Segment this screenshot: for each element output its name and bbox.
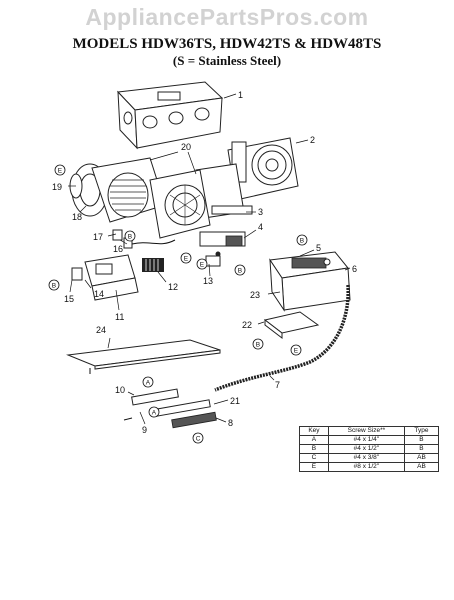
table-row: C #4 x 3/8" AB: [299, 453, 440, 463]
callout-5: 5: [316, 243, 321, 253]
callout-13: 13: [203, 276, 213, 286]
type-cell: AB: [403, 462, 440, 472]
screw-marker-b-1: B: [124, 230, 136, 242]
screw-marker-e-2: E: [180, 252, 192, 264]
screw-marker-b-2: B: [234, 264, 246, 276]
callout-19: 19: [52, 182, 62, 192]
type-cell: B: [403, 435, 440, 445]
part-blower-housing-right: [195, 137, 299, 219]
screw-marker-e-1: E: [54, 164, 66, 176]
table-row: B #4 x 1/2" B: [299, 444, 440, 454]
svg-text:B: B: [52, 283, 56, 290]
callout-leaders: [68, 93, 351, 425]
svg-text:E: E: [184, 256, 189, 263]
key-col-header: Key: [299, 426, 329, 436]
table-row: E #8 x 1/2" AB: [299, 462, 440, 472]
svg-text:B: B: [128, 234, 132, 241]
callout-17: 17: [93, 232, 103, 242]
screw-marker-b-3: B: [296, 234, 308, 246]
callout-24: 24: [96, 325, 106, 335]
callout-22: 22: [242, 320, 252, 330]
callout-21: 21: [230, 396, 240, 406]
part-control-box: [71, 254, 164, 301]
svg-text:A: A: [146, 380, 151, 387]
callout-14: 14: [94, 289, 104, 299]
callout-4: 4: [258, 222, 263, 232]
screw-markers: E B E E B B B: [48, 164, 308, 444]
callout-12: 12: [168, 282, 178, 292]
part-filter-tray: [66, 339, 221, 374]
watermark: AppliancePartsPros.com: [85, 4, 369, 30]
screw-size-cell: #8 x 1/2": [327, 462, 405, 472]
svg-text:C: C: [196, 436, 201, 443]
svg-text:B: B: [300, 238, 304, 245]
svg-text:E: E: [58, 168, 63, 175]
callout-7: 7: [275, 380, 280, 390]
callout-18: 18: [72, 212, 82, 222]
type-cell: AB: [403, 453, 440, 463]
callout-10: 10: [115, 385, 125, 395]
key-table-header: Key Screw Size** Type: [299, 426, 440, 436]
screw-marker-e-4: E: [290, 344, 302, 356]
callout-23: 23: [250, 290, 260, 300]
callout-11: 11: [115, 312, 124, 322]
diagram-title: MODELS HDW36TS, HDW42TS & HDW48TS: [72, 36, 382, 52]
part-frame-bracket: [116, 81, 224, 150]
screw-size-cell: #4 x 3/8": [327, 453, 405, 463]
callout-15: 15: [64, 294, 74, 304]
screw-key-table: Key Screw Size** Type A #4 x 1/4" B B #4…: [299, 426, 440, 472]
callout-20: 20: [181, 142, 191, 152]
part-light-housing: [269, 251, 351, 312]
screw-size-cell: #4 x 1/4": [327, 435, 405, 445]
svg-text:A: A: [152, 410, 157, 417]
svg-text:B: B: [238, 268, 242, 275]
key-cell: A: [299, 435, 329, 445]
part-support-bracket: [263, 311, 320, 340]
type-cell: B: [403, 444, 440, 454]
callout-1: 1: [238, 90, 243, 100]
part-motor-blower-assembly: [69, 157, 211, 239]
svg-text:E: E: [294, 348, 299, 355]
callout-9: 9: [142, 425, 147, 435]
diagram-subtitle: (S = Stainless Steel): [172, 53, 282, 68]
part-small-bracket: [205, 255, 221, 267]
callout-8: 8: [228, 418, 233, 428]
screw-size-cell: #4 x 1/2": [327, 444, 405, 454]
type-col-header: Type: [403, 426, 440, 436]
callout-2: 2: [310, 135, 315, 145]
key-cell: C: [299, 453, 329, 463]
screw-marker-b-4: B: [48, 279, 60, 291]
screw-marker-a-1: A: [142, 376, 154, 388]
callout-3: 3: [258, 207, 263, 217]
callout-16: 16: [113, 244, 123, 254]
screw-marker-e-3: E: [196, 258, 208, 270]
part-light-tubes: [123, 388, 217, 429]
part-capacitor: [199, 231, 246, 257]
svg-text:E: E: [200, 262, 205, 269]
key-cell: B: [299, 444, 329, 454]
key-cell: E: [299, 462, 329, 472]
screw-marker-a-2: A: [148, 406, 160, 418]
table-row: A #4 x 1/4" B: [299, 435, 440, 445]
screw-marker-c-1: C: [192, 432, 204, 444]
screw-size-col-header: Screw Size**: [327, 426, 405, 436]
screw-marker-b-5: B: [252, 338, 264, 350]
callout-6: 6: [352, 264, 357, 274]
callout-numbers: 1 2 3 4 5 6 7 8 9 10 11 12 13 14 15 16 1…: [52, 90, 357, 435]
part-flex-conduit: [214, 284, 350, 392]
svg-text:B: B: [256, 342, 260, 349]
part-mounting-strip: [211, 205, 253, 215]
